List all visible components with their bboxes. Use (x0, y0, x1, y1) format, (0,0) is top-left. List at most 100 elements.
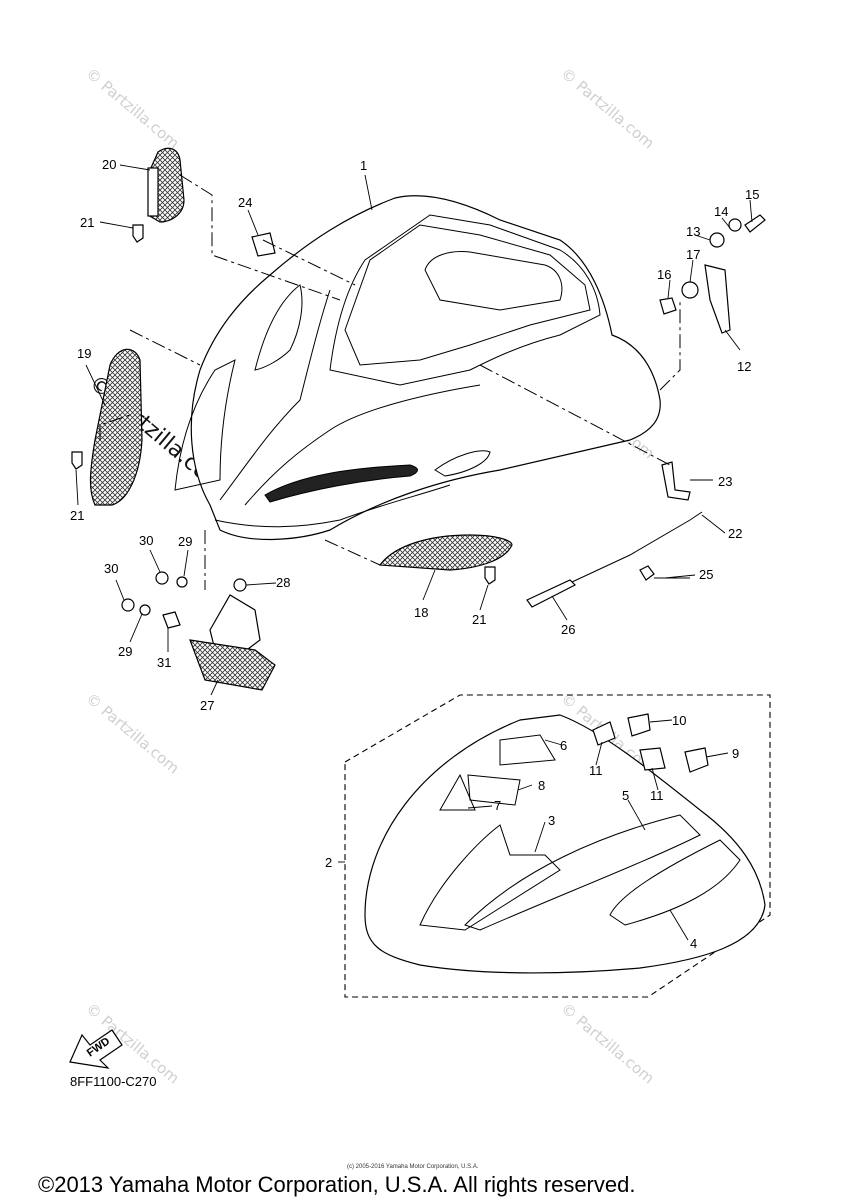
hood-front-vent (264, 464, 418, 503)
hood-compartment (424, 251, 563, 311)
hood-left-window (254, 284, 303, 371)
decal-shell-2 (364, 714, 766, 974)
callout-5: 5 (622, 788, 629, 803)
bolt-30-upper (155, 571, 169, 585)
grommet-17 (681, 281, 699, 299)
hood-assembly (174, 195, 661, 541)
clip-21-upper (132, 224, 144, 243)
callout-13: 13 (686, 224, 700, 239)
callout-30-upper: 30 (139, 533, 153, 548)
callout-labels: 1 2 3 4 5 6 7 8 9 10 11 11 12 13 14 15 1… (70, 157, 759, 951)
callout-29-lower: 29 (118, 644, 132, 659)
hood-left-ridge-2 (244, 384, 481, 506)
bracket-assembly-27 (121, 571, 276, 691)
callout-16: 16 (657, 267, 671, 282)
callout-31: 31 (157, 655, 171, 670)
callout-10: 10 (672, 713, 686, 728)
copyright-line: ©2013 Yamaha Motor Corporation, U.S.A. A… (38, 1172, 635, 1197)
callout-18: 18 (414, 605, 428, 620)
decal-5 (464, 814, 701, 931)
callout-3: 3 (548, 813, 555, 828)
clamp-25 (639, 565, 655, 581)
nut-16 (659, 297, 677, 315)
callout-1: 1 (360, 158, 367, 173)
hood-left-scoop (174, 359, 236, 491)
callout-15: 15 (745, 187, 759, 202)
panel-20-frame (147, 167, 159, 217)
small-parts (71, 214, 766, 608)
collar-29-lower (139, 604, 151, 616)
tiny-copyright: (c) 2005-2016 Yamaha Motor Corporation, … (347, 1164, 479, 1170)
decal-4 (609, 839, 741, 926)
decal-3 (419, 824, 561, 931)
callout-25: 25 (699, 567, 713, 582)
mesh-panel-19 (89, 348, 143, 506)
decal-kit (364, 713, 766, 974)
hood-opening (329, 214, 601, 386)
watermark: © Partzilla.com (82, 689, 182, 777)
emblem-11-left (592, 721, 616, 746)
callout-28: 28 (276, 575, 290, 590)
bolt-28 (233, 578, 247, 592)
callout-6: 6 (560, 738, 567, 753)
emblem-9 (684, 747, 709, 773)
callout-24: 24 (238, 195, 252, 210)
callout-21-lower: 21 (472, 612, 486, 627)
callout-7: 7 (494, 798, 501, 813)
emblem-11-right (639, 747, 666, 771)
callout-8: 8 (538, 778, 545, 793)
watermark: © Partzilla.com (82, 64, 182, 152)
spring-26 (526, 579, 577, 608)
emblem-10 (627, 713, 651, 737)
nut-31 (162, 611, 181, 629)
bracket-27-grille (189, 639, 276, 691)
fwd-arrow: FWD (69, 1029, 123, 1069)
callout-27: 27 (200, 698, 214, 713)
callout-20: 20 (102, 157, 116, 172)
leader-lines (75, 164, 753, 941)
washer-14 (728, 218, 742, 232)
hood-side-vent (434, 450, 491, 477)
bolt-15 (744, 214, 766, 233)
callout-30-lower: 30 (104, 561, 118, 576)
callout-21-left: 21 (70, 508, 84, 523)
callout-17: 17 (686, 247, 700, 262)
hood-inner-frame (344, 224, 591, 366)
callout-21-upper: 21 (80, 215, 94, 230)
hood-left-ridge (219, 289, 331, 501)
kit-outline-2 (344, 694, 771, 998)
callout-11-left: 11 (589, 763, 603, 778)
cable-22 (571, 511, 703, 583)
callout-9: 9 (732, 746, 739, 761)
fwd-arrow-icon (69, 1029, 123, 1069)
callout-22: 22 (728, 526, 742, 541)
diagram-code: 8FF1100-C270 (70, 1074, 156, 1089)
bracket-24 (251, 232, 276, 257)
bracket-23 (661, 461, 691, 501)
watermark: © Partzilla.com (557, 999, 657, 1087)
bracket-12 (704, 264, 731, 334)
callout-23: 23 (718, 474, 732, 489)
hood-lower-lip (214, 484, 451, 528)
clip-21-lower (484, 566, 496, 585)
callout-26: 26 (561, 622, 575, 637)
callout-14: 14 (714, 204, 728, 219)
bolt-30-lower (121, 598, 135, 612)
collar-29-upper (176, 576, 188, 588)
decal-8 (467, 774, 521, 806)
collar-13 (709, 232, 725, 248)
hood-body (190, 195, 661, 541)
callout-2: 2 (325, 855, 332, 870)
callout-29-upper: 29 (178, 534, 192, 549)
mesh-panel-18 (378, 534, 513, 571)
callout-19: 19 (77, 346, 91, 361)
assembly-lines (99, 174, 681, 590)
callout-11-right: 11 (650, 788, 664, 803)
callout-4: 4 (690, 936, 697, 951)
callout-12: 12 (737, 359, 751, 374)
clip-21-left (71, 451, 83, 470)
decal-6 (499, 734, 556, 766)
watermark: © Partzilla.com (557, 64, 657, 152)
decal-7 (439, 773, 476, 811)
